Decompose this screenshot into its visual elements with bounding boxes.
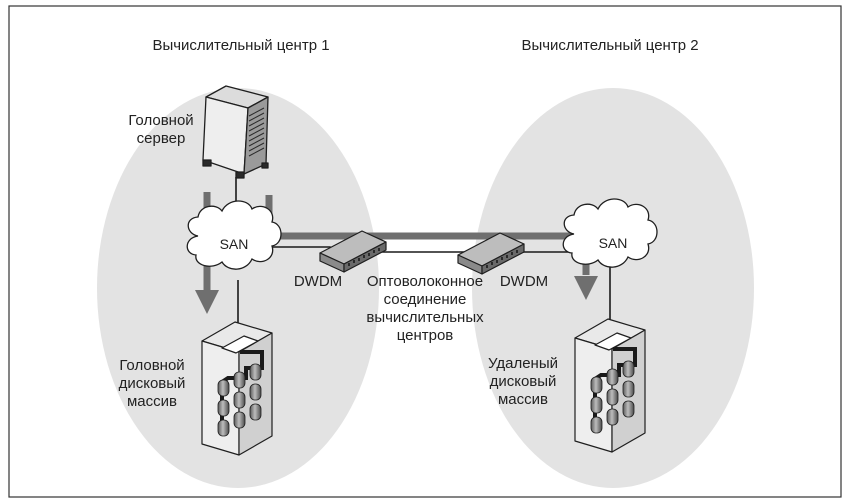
datacenter-2-title: Вычислительный центр 2: [521, 37, 699, 54]
arrow-down-icon: [574, 276, 598, 300]
head-server-label-line1: Головной: [128, 112, 194, 129]
remote-array-label-line3: массив: [497, 391, 548, 408]
head-array-label-line1: Головной: [119, 357, 185, 374]
dwdm-switch-icon: [319, 230, 387, 273]
fiber-link-label-line2: соединение: [383, 291, 467, 308]
remote-array-label-line1: Удаленый: [488, 355, 558, 372]
dwdm-switch-icon: [457, 232, 525, 275]
head-array-label-line2: дисковый: [118, 375, 186, 392]
fiber-link-label-line1: Оптоволоконное: [366, 273, 484, 290]
san-left-label: SAN: [219, 236, 249, 252]
dwdm-right-label: DWDM: [499, 273, 549, 290]
fiber-link-label-line4: центров: [396, 327, 454, 344]
cloud-icon: [562, 198, 658, 268]
head-array-label: Головной дисковый массив: [110, 357, 194, 411]
arrow-down-icon: [195, 290, 219, 314]
datacenter-1-title: Вычислительный центр 1: [152, 37, 330, 54]
san-right-label: SAN: [598, 235, 628, 251]
remote-array-label: Удаленый дисковый массив: [478, 355, 568, 409]
server-icon: [202, 85, 269, 179]
fiber-link-label-line3: вычислительных: [366, 309, 484, 326]
head-server-label-line2: сервер: [136, 130, 186, 147]
datacenter-2-zone: [472, 88, 754, 488]
remote-array-label-line2: дисковый: [489, 373, 557, 390]
fiber-link-label: Оптоволоконное соединение вычислительных…: [350, 273, 500, 345]
head-array-label-line3: массив: [126, 393, 177, 410]
head-server-label: Головной сервер: [120, 112, 202, 148]
disk-array-icon: [574, 318, 646, 453]
dwdm-left-label: DWDM: [293, 273, 343, 290]
disk-array-icon: [201, 321, 273, 456]
cloud-icon: [186, 200, 282, 270]
